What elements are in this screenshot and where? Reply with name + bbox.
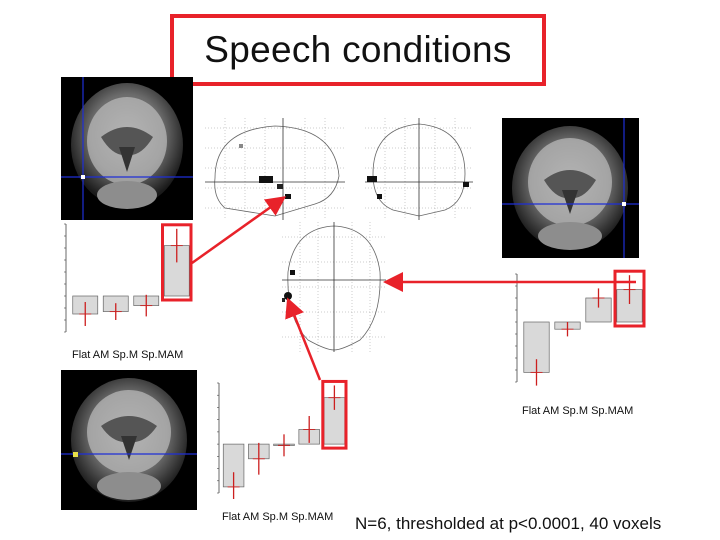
- brain-slice-top-left: [61, 77, 193, 220]
- condition-labels-right: Flat AM Sp.M Sp.MAM: [522, 405, 634, 417]
- highlight-box: [161, 223, 193, 302]
- brain-slice-right: [502, 118, 639, 258]
- chart-right: [515, 269, 646, 386]
- chart-bottom: [217, 379, 348, 499]
- condition-labels-left: Flat AM Sp.M Sp.MAM: [72, 349, 184, 361]
- chart-left: [64, 223, 193, 333]
- arrow-bottom-to-glass: [285, 297, 322, 381]
- arrow-left-to-glass: [191, 196, 287, 265]
- page-title: Speech conditions: [204, 29, 512, 70]
- condition-labels-bottom: Flat AM Sp.M Sp.MAM: [222, 511, 334, 523]
- glass-brain-coronal: [365, 118, 473, 220]
- highlight-box: [321, 379, 348, 450]
- brain-slice-bottom-left: [61, 370, 197, 510]
- highlight-box: [613, 269, 646, 328]
- title-box: Speech conditions: [170, 14, 546, 86]
- bar-3: [163, 245, 190, 297]
- footer-note: N=6, thresholded at p<0.0001, 40 voxels: [355, 514, 662, 533]
